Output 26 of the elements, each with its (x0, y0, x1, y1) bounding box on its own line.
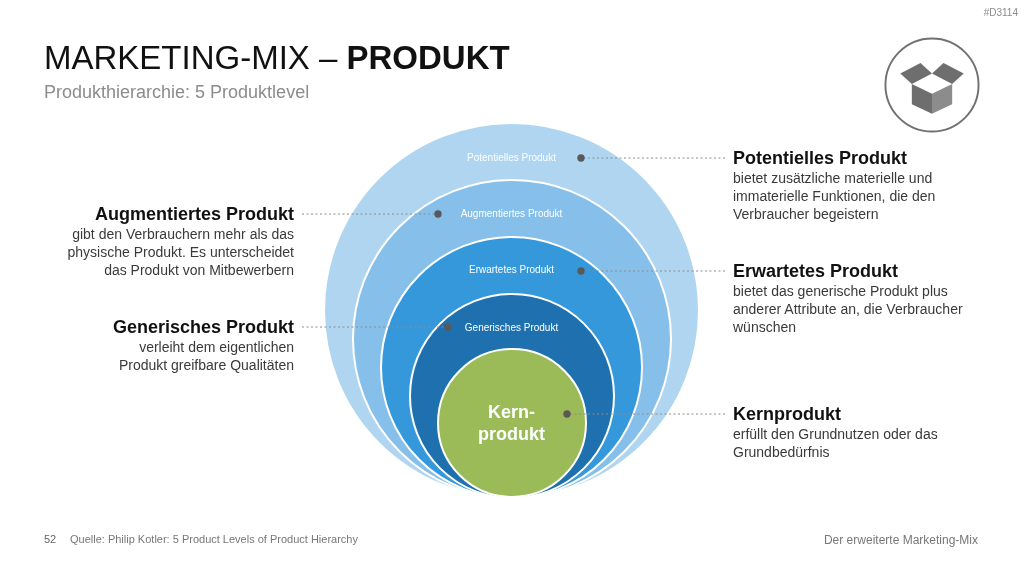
leader-line (577, 267, 726, 275)
level-label: Erwartetes Produkt (469, 264, 554, 276)
source-note: Quelle: Philip Kotler: 5 Product Levels of Product Hierarchy (70, 533, 358, 545)
callout-heading: Potentielles Produkt (733, 147, 909, 169)
leader-line (301, 210, 442, 218)
callout-heading: Augmentiertes Produkt (93, 203, 294, 225)
leader-line (301, 323, 452, 331)
callout-text: gibt den Verbrauchern mehr als das physische Produkt. Es unterscheidet das Produkt von Mitbewerbern (66, 225, 294, 279)
callout-heading: Kernprodukt (733, 403, 842, 425)
callout-heading: Erwartetes Produkt (733, 260, 900, 282)
slide-title: MARKETING-MIX – PRODUKT (44, 38, 510, 78)
slide-id: #D3114 (983, 7, 1018, 18)
leader-line (577, 154, 726, 162)
callout-text: bietet das generische Produkt plus anderer Attribute an, die Verbraucher wünschen (733, 282, 964, 336)
callout-heading: Generisches Produkt (111, 316, 294, 338)
callout-text: verleiht dem eigentlichen Produkt greifbare Qualitäten (117, 338, 294, 374)
slide-subtitle: Produkthierarchie: 5 Produktlevel (44, 82, 310, 103)
callout-text: bietet zusätzliche materielle und immaterielle Funktionen, die den Verbraucher begeistern (733, 169, 937, 223)
level-label: Augmentiertes Produkt (460, 208, 563, 220)
leader-line (563, 410, 726, 418)
level-label: Generisches Produkt (464, 322, 559, 334)
footer-text: Der erweiterte Marketing-Mix (823, 533, 978, 547)
page-number: 52 (44, 533, 57, 545)
level-label: Potentielles Produkt (467, 152, 556, 164)
callout-text: erfüllt den Grundnutzen oder das Grundbedürfnis (733, 425, 939, 461)
level-label: Kern- produkt (478, 401, 545, 445)
